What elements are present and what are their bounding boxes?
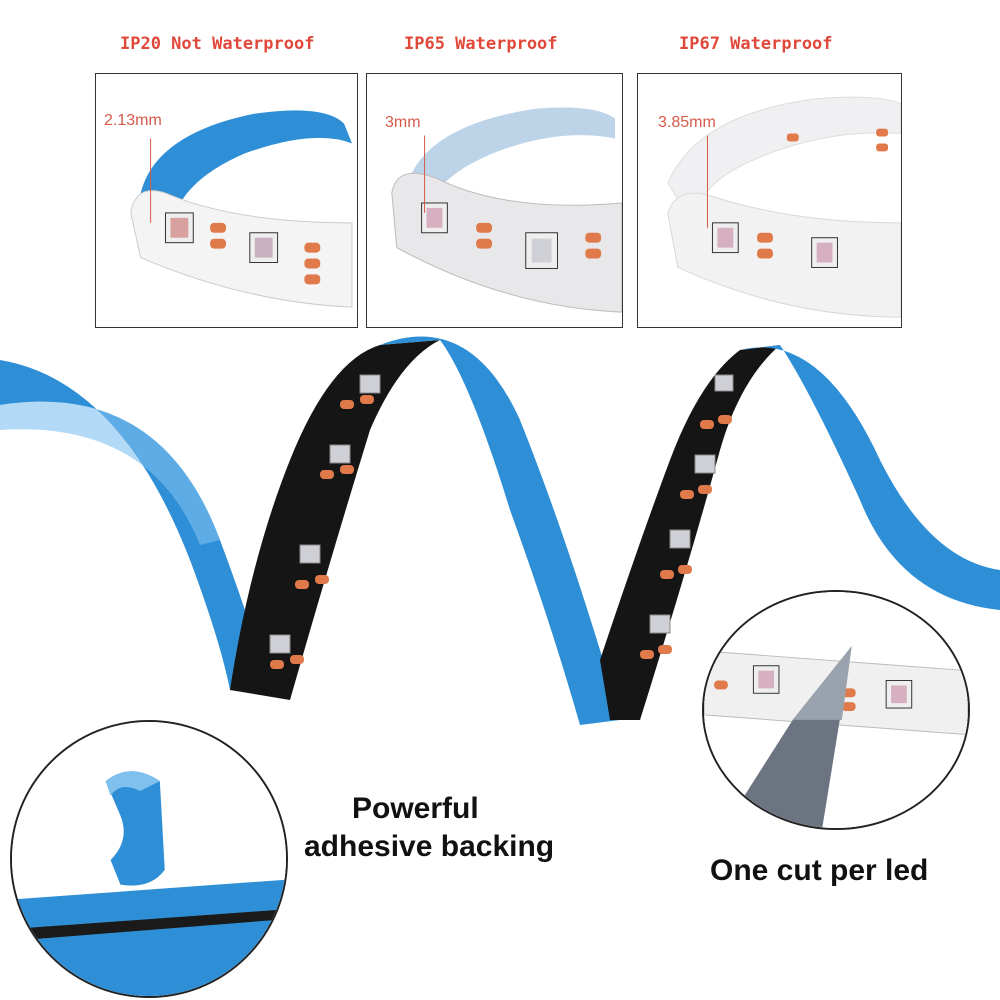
cut-caption: One cut per led [710, 854, 929, 887]
ip20-thickness-label: 2.13mm [104, 112, 162, 129]
adhesive-caption-line-2: adhesive backing [304, 830, 555, 863]
ip67-thickness-label: 3.85mm [658, 114, 716, 131]
adhesive-peel-closeup [10, 720, 288, 998]
ip65-thickness-label: 3mm [385, 114, 421, 131]
adhesive-caption-line-1: Powerful [352, 792, 479, 825]
led-strip-wave-photo [0, 336, 1000, 725]
cut-strip-closeup [702, 590, 970, 830]
ip65-title: IP65 Waterproof [404, 34, 558, 54]
ip67-title: IP67 Waterproof [679, 34, 833, 54]
ip67-strip-photo: 3.85mm [637, 73, 902, 328]
ip65-strip-photo: 3mm [366, 73, 623, 328]
adhesive-caption: Powerful adhesive backing [304, 790, 612, 866]
ip20-strip-photo: 2.13mm [95, 73, 358, 328]
ip20-title: IP20 Not Waterproof [120, 34, 315, 54]
